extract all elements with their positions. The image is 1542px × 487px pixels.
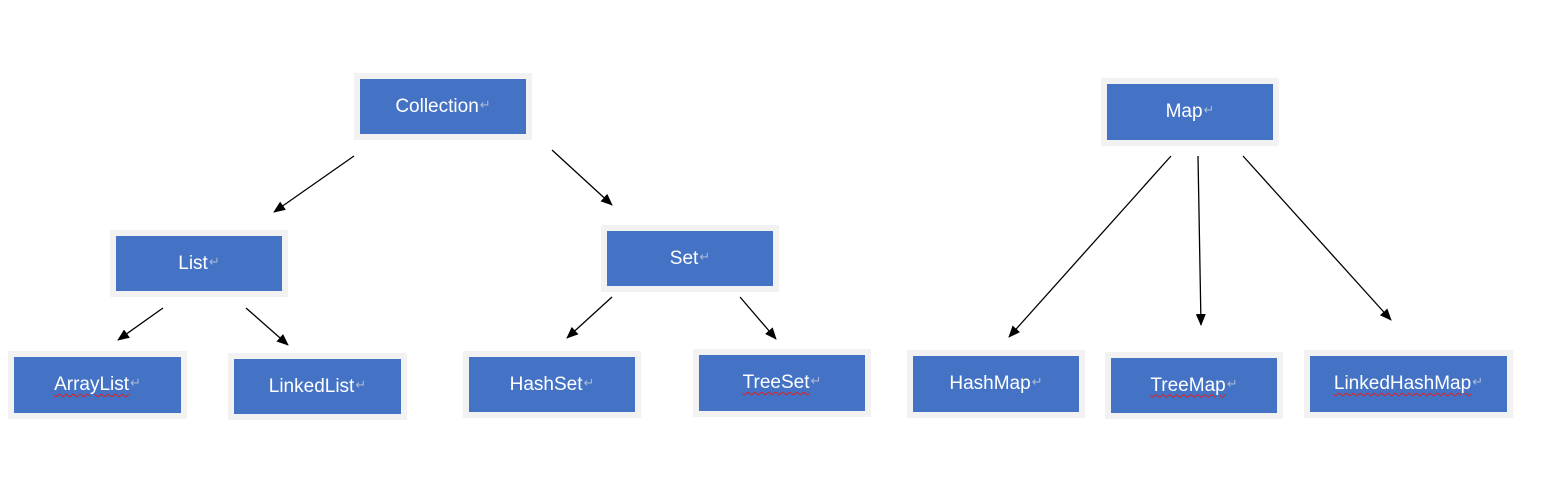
paragraph-mark-icon: ↵ — [1472, 374, 1484, 389]
edge-set-treeset — [739, 296, 777, 340]
edge-collection-set — [551, 149, 613, 206]
edge-set-hashset — [566, 296, 613, 339]
node-set-label: Set — [669, 247, 699, 269]
node-linkedhashmap: LinkedHashMap↵ — [1304, 350, 1513, 418]
paragraph-mark-icon: ↵ — [583, 374, 595, 390]
edge-map-hashmap — [1008, 155, 1172, 338]
node-map: Map↵ — [1101, 78, 1279, 146]
node-hashmap: HashMap↵ — [907, 350, 1085, 418]
node-map-label: Map — [1165, 101, 1203, 122]
node-arraylist-label: ArrayList — [54, 374, 130, 395]
node-hashset: HashSet↵ — [463, 351, 641, 418]
node-treeset: TreeSet↵ — [693, 349, 871, 417]
edge-map-treemap — [1195, 155, 1206, 326]
edge-map-linkedhashmap — [1242, 155, 1392, 321]
node-linkedlist: LinkedList↵ — [228, 353, 407, 420]
edge-list-linkedlist — [245, 307, 289, 346]
paragraph-mark-icon: ↵ — [699, 248, 711, 264]
edge-list-arraylist — [117, 307, 164, 341]
node-hashmap-label: HashMap — [949, 373, 1031, 394]
paragraph-mark-icon: ↵ — [208, 253, 220, 269]
node-collection-label: Collection — [395, 95, 479, 117]
node-treemap-label: TreeMap — [1150, 374, 1226, 396]
paragraph-mark-icon: ↵ — [810, 373, 822, 388]
node-set: Set↵ — [601, 225, 779, 292]
node-collection: Collection↵ — [354, 73, 532, 140]
paragraph-mark-icon: ↵ — [1203, 102, 1215, 117]
paragraph-mark-icon: ↵ — [1031, 374, 1043, 389]
paragraph-mark-icon: ↵ — [1226, 375, 1238, 391]
node-list-label: List — [178, 252, 208, 274]
edge-collection-list — [273, 155, 355, 213]
paragraph-mark-icon: ↵ — [130, 375, 141, 390]
node-arraylist: ArrayList↵ — [8, 351, 187, 419]
node-linkedlist-label: LinkedList — [268, 375, 355, 397]
node-list: List↵ — [110, 230, 288, 297]
node-treemap: TreeMap↵ — [1105, 352, 1283, 419]
node-treeset-label: TreeSet — [742, 372, 810, 393]
node-hashset-label: HashSet — [509, 373, 583, 395]
node-linkedhashmap-label: LinkedHashMap — [1333, 373, 1472, 394]
paragraph-mark-icon: ↵ — [355, 376, 367, 392]
paragraph-mark-icon: ↵ — [479, 96, 491, 112]
